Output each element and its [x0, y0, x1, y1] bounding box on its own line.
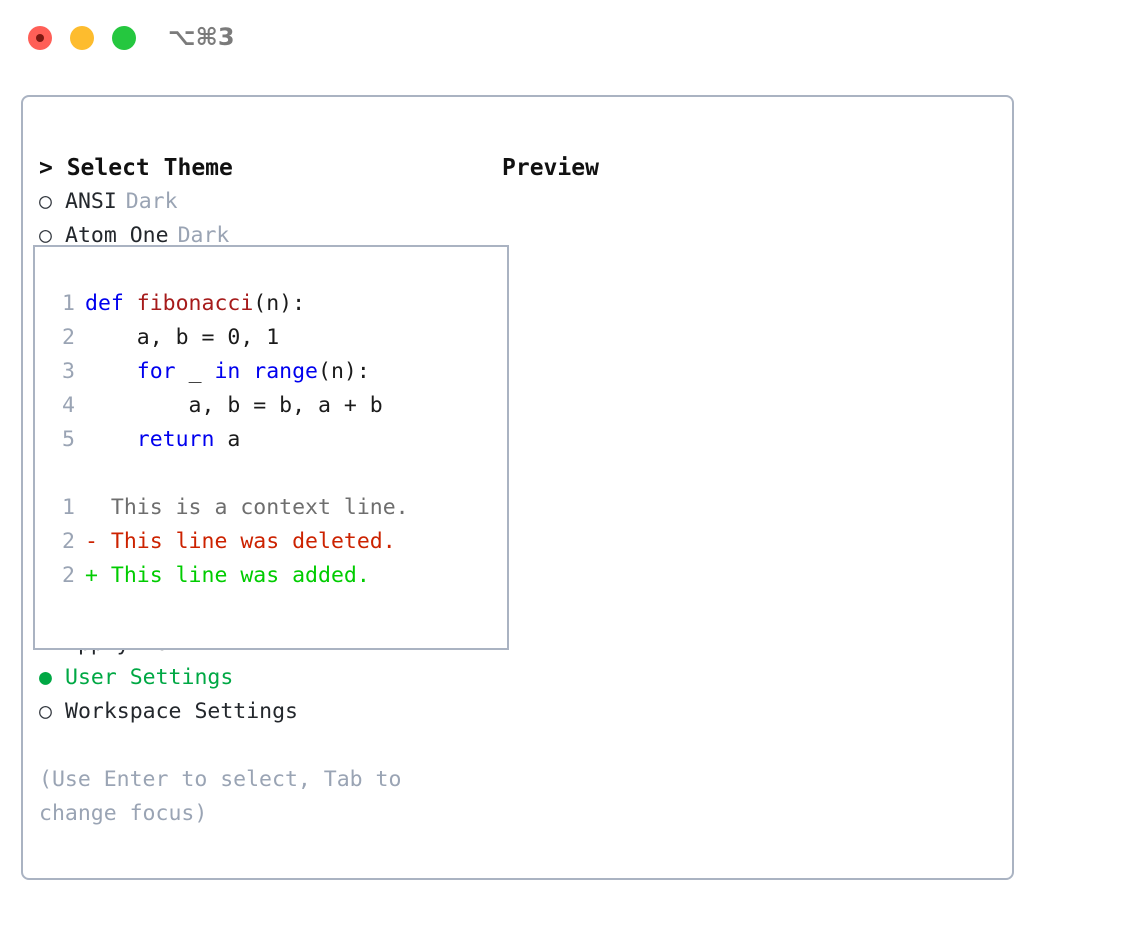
theme-option-tag: Dark [177, 223, 230, 248]
code-token: _ [188, 359, 215, 384]
diff-text: This is a context line. [110, 495, 409, 520]
diff-text: This line was added. [110, 563, 370, 588]
code-text: a, b = b, a + b [85, 389, 383, 423]
theme-option-ansi[interactable]: ○ ANSI Dark [39, 185, 479, 219]
line-number: 5 [62, 427, 75, 452]
close-button[interactable] [28, 26, 52, 50]
theme-option-label: ANSI [65, 189, 117, 214]
window-controls [28, 26, 136, 50]
code-diff-gap [49, 457, 501, 491]
code-line: 3 for _ in range(n): [49, 355, 501, 389]
theme-option-atom-one[interactable]: ○ Atom One Dark [39, 219, 479, 253]
select-theme-header: > Select Theme [39, 155, 233, 181]
diff-sign [85, 491, 111, 525]
diff-sign: - [85, 529, 111, 554]
code-token: a, b = 0, 1 [85, 325, 280, 350]
hint-line-2: change focus) [39, 801, 208, 826]
code-text: def fibonacci(n): [85, 287, 305, 321]
line-number: 1 [62, 495, 75, 520]
apply-to-option-workspace-settings[interactable]: ○ Workspace Settings [39, 695, 479, 729]
code-token: (n): [253, 291, 306, 316]
line-number: 2 [62, 529, 75, 554]
title-bar: ⌥⌘3 [0, 0, 1140, 78]
apply-to-option-label: Workspace Settings [65, 699, 298, 724]
code-line: 5 return a [49, 423, 501, 457]
hint-spacer [39, 729, 479, 763]
code-token: return [85, 427, 228, 452]
code-token: (n): [318, 359, 370, 384]
code-token: a, b = b, a + b [85, 393, 383, 418]
apply-to-list[interactable]: ● User Settings ○ Workspace Settings [39, 661, 479, 729]
maximize-button[interactable] [112, 26, 136, 50]
code-text: for _ in range(n): [85, 355, 370, 389]
apply-to-option-user-settings[interactable]: ● User Settings [39, 661, 479, 695]
line-number: 2 [62, 563, 75, 588]
keyboard-shortcut-label: ⌥⌘3 [168, 23, 235, 51]
radio-unselected-icon: ○ [39, 699, 52, 724]
radio-unselected-icon: ○ [39, 223, 52, 248]
line-number: 1 [62, 291, 75, 316]
code-token: in range [214, 359, 319, 384]
theme-option-label: Atom One [65, 223, 169, 248]
line-number: 3 [62, 359, 75, 384]
code-line: 1 def fibonacci(n): [49, 287, 501, 321]
code-text: a, b = 0, 1 [85, 321, 279, 355]
code-line: 2 a, b = 0, 1 [49, 321, 501, 355]
diff-line: 2- This line was deleted. [49, 525, 501, 559]
hint-line-1: (Use Enter to select, Tab to [39, 767, 402, 792]
preview-column: Preview [502, 151, 992, 185]
diff-line: 1 This is a context line. [49, 491, 501, 525]
diff-text: This line was deleted. [110, 529, 396, 554]
code-line: 4 a, b = b, a + b [49, 389, 501, 423]
theme-option-tag: Dark [125, 189, 178, 214]
radio-selected-icon: ● [39, 665, 52, 690]
diff-sign: + [85, 563, 111, 588]
apply-to-option-label: User Settings [65, 665, 234, 690]
radio-unselected-icon: ○ [39, 189, 52, 214]
diff-sample: 1 This is a context line.2- This line wa… [49, 491, 501, 593]
code-token: fibonacci [136, 291, 254, 316]
preview-title: Preview [502, 155, 599, 181]
code-token: a [227, 427, 241, 452]
code-token: def [85, 291, 137, 316]
minimize-button[interactable] [70, 26, 94, 50]
line-number: 4 [62, 393, 75, 418]
line-number: 2 [62, 325, 75, 350]
diff-line: 2 + This line was added. [49, 559, 501, 593]
code-token: for [85, 359, 189, 384]
code-text: return a [85, 423, 241, 457]
